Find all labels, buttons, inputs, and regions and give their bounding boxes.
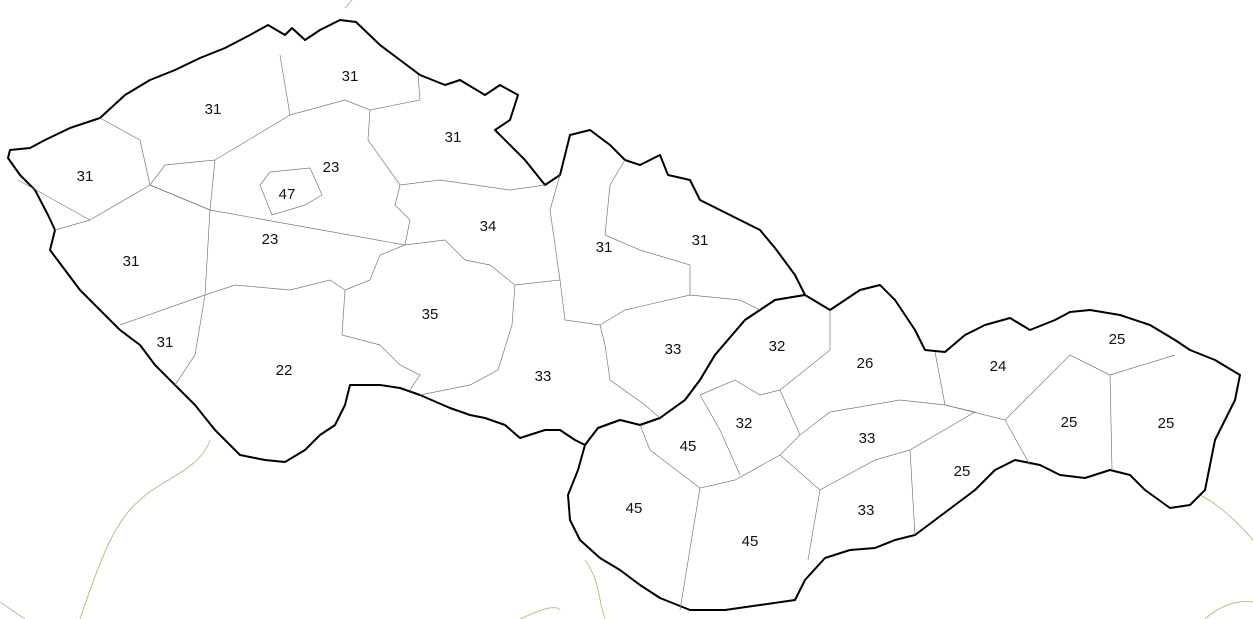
region-label: 31 — [123, 253, 140, 270]
internal-borders — [17, 54, 1176, 611]
region-label: 33 — [535, 368, 552, 385]
region-label: 31 — [157, 334, 174, 351]
region-label: 25 — [1109, 331, 1126, 348]
region-label: 31 — [342, 68, 359, 85]
region-labels: 31 31 31 23 31 47 23 34 31 31 31 31 35 3… — [77, 68, 1175, 550]
region-label: 33 — [858, 502, 875, 519]
border-sk-k — [699, 394, 741, 476]
region-label: 32 — [736, 415, 753, 432]
border-sk-i — [679, 434, 801, 611]
region-label: 35 — [422, 306, 439, 323]
region-label: 45 — [626, 500, 643, 517]
region-label: 34 — [480, 218, 497, 235]
border-cz-f — [367, 109, 546, 191]
region-label: 25 — [1061, 414, 1078, 431]
region-label: 33 — [665, 341, 682, 358]
border-cz-n — [419, 284, 516, 396]
neighbor-border-east — [1199, 494, 1253, 541]
border-sk-e — [1109, 374, 1113, 471]
region-label: 32 — [769, 338, 786, 355]
border-cz-o — [559, 279, 661, 419]
region-label: 25 — [954, 463, 971, 480]
neighbor-border-southeast — [1204, 601, 1253, 619]
border-cz-r — [604, 159, 626, 236]
region-label: 22 — [276, 362, 293, 379]
region-label: 31 — [692, 232, 709, 249]
region-label: 33 — [859, 430, 876, 447]
border-cz-j — [204, 209, 421, 391]
region-label: 47 — [279, 186, 296, 203]
neighbor-border-north — [344, 0, 353, 9]
border-sk-d — [1109, 354, 1176, 376]
border-cz-q — [604, 234, 691, 295]
region-label: 31 — [596, 239, 613, 256]
border-cz-g — [259, 167, 323, 216]
region-label: 45 — [742, 533, 759, 550]
region-label: 25 — [1158, 415, 1175, 432]
border-cz-l — [174, 294, 206, 386]
region-label: 31 — [205, 101, 222, 118]
neighbor-border-southwest — [79, 439, 211, 619]
region-label: 45 — [680, 438, 697, 455]
neighbor-border-south — [584, 559, 606, 619]
border-cz-i — [54, 219, 91, 231]
border-sk-h — [807, 449, 911, 561]
border-sk-g — [909, 404, 976, 536]
region-label: 26 — [857, 355, 874, 372]
region-label: 31 — [445, 129, 462, 146]
region-label: 23 — [262, 231, 279, 248]
region-label: 24 — [990, 358, 1007, 375]
border-sk-a — [699, 310, 831, 396]
border-sk-f — [1004, 419, 1031, 466]
slovakia-outline — [567, 284, 1241, 611]
border-sk-b — [779, 389, 946, 436]
border-cz-k — [119, 294, 206, 326]
region-label: 31 — [77, 168, 94, 185]
border-sk-l — [639, 424, 701, 489]
neighbor-border-west — [0, 601, 26, 619]
neighbor-border-south-2 — [519, 607, 561, 619]
czech-republic-outline — [7, 19, 806, 463]
border-sk-j — [779, 454, 821, 491]
region-label: 23 — [323, 159, 340, 176]
